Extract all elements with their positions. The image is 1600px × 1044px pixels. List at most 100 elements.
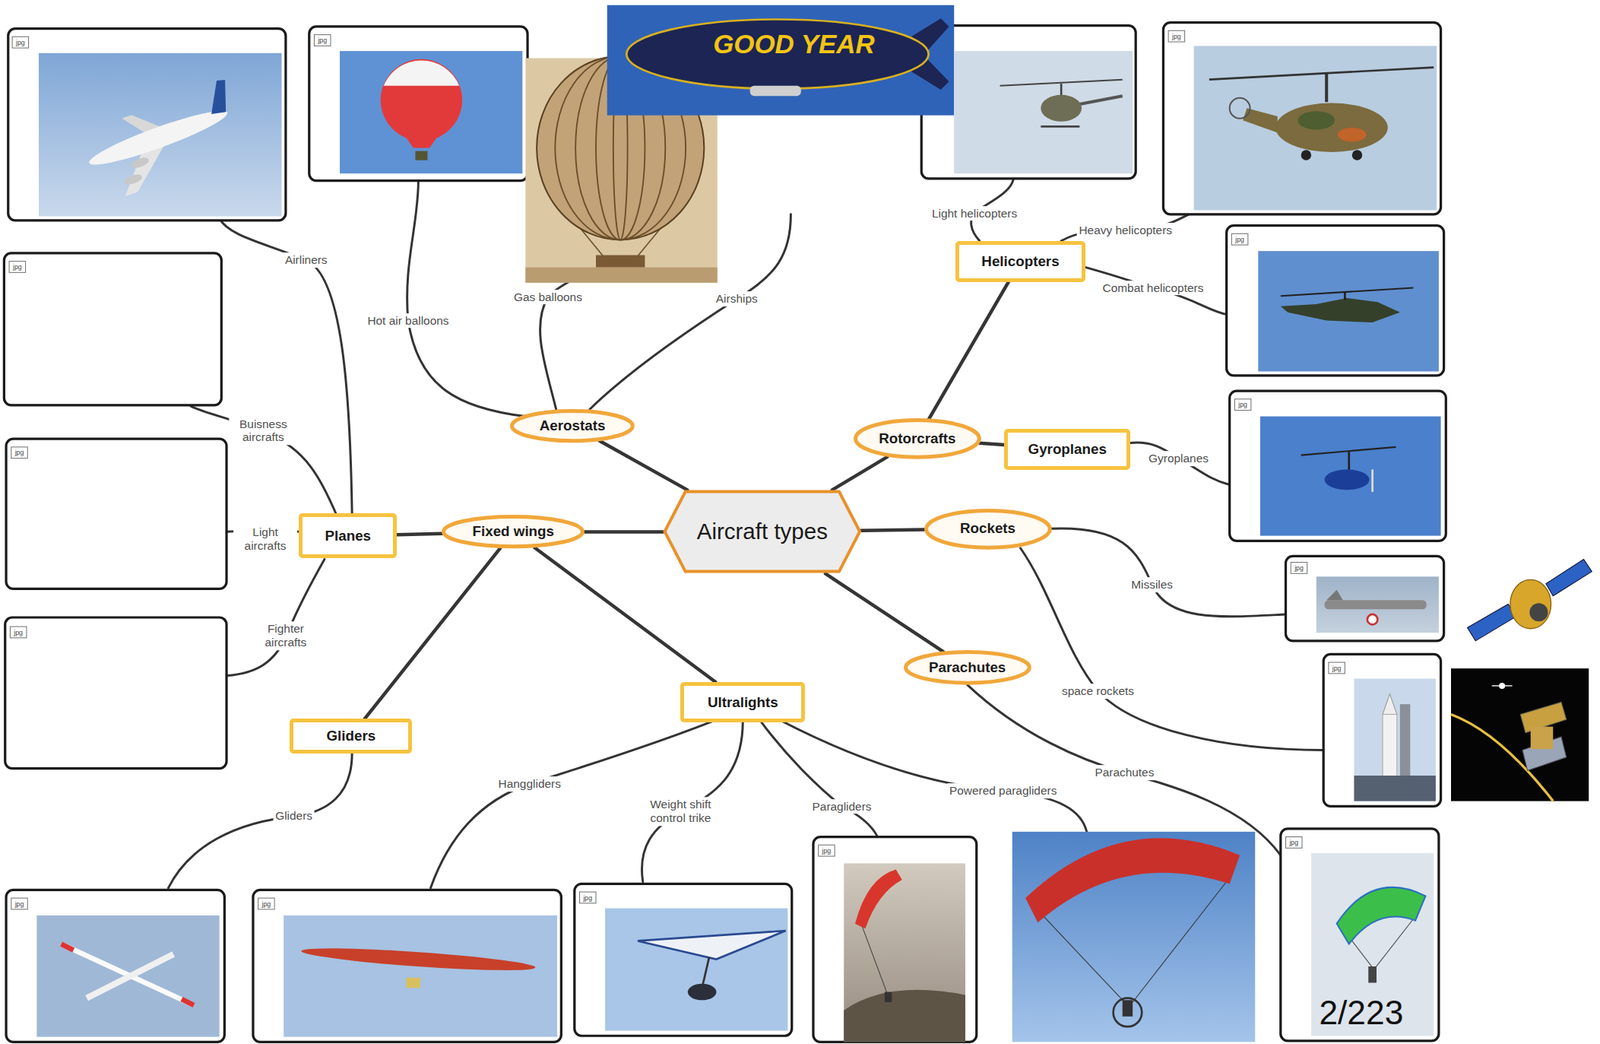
branch-connector [584, 529, 663, 534]
photo-frames-part [1286, 555, 1445, 640]
hot-air-balloon-photo-part [415, 151, 428, 161]
branch-connector [396, 533, 443, 535]
hangglider-photo-part [405, 977, 421, 988]
node-outline-shape [443, 516, 583, 547]
photo-frames [3, 22, 1446, 1043]
hangglider-photo-part [300, 943, 536, 974]
parachute-photo [1311, 852, 1434, 1036]
space-rocket-photo-part [1382, 713, 1398, 777]
branch-label: Powered paragliders [947, 783, 1059, 799]
photo-frames-part [8, 28, 286, 221]
jpg-tags-part [1290, 562, 1307, 574]
parachute-photo-part [1311, 852, 1434, 1036]
file-type-tag: jpg [13, 628, 23, 636]
node-outline-shape [905, 652, 1030, 684]
heavy-helicopter-photo-part [1298, 110, 1335, 130]
node-label: Aircraft types [697, 518, 828, 545]
powered-paraglider-photo-part [1122, 999, 1133, 1016]
leader-lines-part [226, 558, 325, 675]
combat-helicopter-photo-part [1343, 291, 1347, 301]
branch-connector [979, 443, 1005, 445]
light-helicopter-photo [953, 50, 1133, 174]
photo-frames-part [813, 836, 977, 1043]
branch-label: Buisness aircrafts [229, 416, 298, 446]
combat-helicopter-photo-part [1257, 250, 1439, 371]
trike-photo-part [687, 983, 717, 1000]
glider-photo-part [181, 998, 194, 1005]
gyroplane-photo-part [1371, 468, 1374, 492]
branch-label: Fighter aircrafts [251, 621, 320, 651]
leader-lines-part [407, 180, 526, 417]
leader-lines-part [168, 752, 353, 888]
file-type-tag: jpg [1332, 664, 1342, 672]
heavy-helicopter-photo-part [1209, 67, 1434, 80]
file-type-tag: jpg [15, 899, 25, 907]
light-helicopter-photo-part [953, 50, 1133, 174]
airliner-photo [38, 53, 282, 217]
category-ellipse: Rotorcrafts [853, 418, 982, 460]
node-text-stack: Gliders [326, 727, 376, 745]
jpg-tags-part [11, 446, 28, 459]
branch-connector [928, 281, 1009, 419]
node-text-stack: Aerostats [539, 417, 606, 435]
paraglider-photo [843, 862, 966, 1042]
file-type-tag: jpg [12, 263, 23, 271]
photo-frames-part [574, 883, 793, 1036]
gyroplane-photo-part [1347, 450, 1350, 472]
file-type-tag: jpg [822, 847, 832, 855]
heavy-helicopter-photo [1194, 45, 1438, 210]
node-text-stack: Aircraft types [697, 518, 828, 545]
hub-hexagon: Aircraft types [662, 489, 862, 574]
heavy-helicopter-photo-part [1194, 45, 1438, 210]
node-text-stack: Helicopters [981, 253, 1059, 270]
combat-helicopter-photo-part [1280, 297, 1401, 323]
space-rocket-photo-part [1400, 703, 1410, 778]
photo-frames-part [6, 889, 225, 1042]
missile-photo-part [1316, 576, 1439, 633]
file-type-tag: jpg [15, 449, 25, 457]
branch-label: Combat helicopters [1100, 280, 1207, 296]
satellite-picture-part [1466, 604, 1516, 641]
light-helicopter-photo-part [1079, 95, 1122, 105]
node-label: Parachutes [928, 659, 1006, 676]
jpg-tags-part [1286, 836, 1303, 849]
node-text-stack: Parachutes [928, 659, 1006, 676]
branch-connector [832, 456, 888, 490]
space-rocket-photo-part [1353, 775, 1436, 802]
node-text-stack: Fixed wings [472, 522, 555, 540]
branch-label: Hanggliders [496, 776, 564, 792]
glider-photo-part [36, 915, 219, 1037]
combat-helicopter-photo [1257, 250, 1439, 371]
powered-paraglider-photo-part-part [1132, 877, 1230, 1002]
leader-lines-part [1085, 267, 1227, 315]
branch-label: Light aircrafts [233, 524, 298, 554]
file-type-tag: jpg [1238, 401, 1248, 409]
heavy-helicopter-photo-part [1275, 103, 1388, 153]
branch-label: Parachutes [1092, 764, 1157, 780]
node-outline-shape [855, 420, 980, 458]
node-label: Gyroplanes [1028, 440, 1107, 458]
paraglider-photo-part [843, 989, 966, 1042]
branch-label: Weight shift control trike [636, 797, 725, 827]
jpg-tags-part [1231, 233, 1248, 245]
airliner-photo-part-part [129, 155, 150, 170]
leader-lines-part [1061, 214, 1189, 241]
parachute-photo-part [1337, 887, 1426, 945]
file-type-tag: jpg [1289, 839, 1299, 846]
branch-label: Paragliders [810, 798, 875, 815]
paraglider-photo-part [843, 862, 966, 1042]
page-number: 2/223 [1318, 992, 1404, 1032]
branch-label: Heavy helicopters [1076, 223, 1175, 239]
node-text-stack: Ultralights [707, 693, 779, 711]
category-ellipse: Fixed wings [441, 514, 585, 549]
missile-photo-part [1324, 599, 1427, 609]
branch-label: Light helicopters [929, 205, 1020, 222]
airliner-photo-part-part [201, 77, 236, 117]
type-box: Ultralights [680, 681, 805, 723]
photo-frames-part [309, 26, 528, 181]
parachute-photo-part-part [1349, 936, 1373, 967]
jpg-tags-part [1328, 662, 1345, 674]
jpg-tags-part [818, 844, 835, 856]
parachute-photo-part-part [1375, 915, 1416, 967]
file-type-tag: jpg [582, 893, 593, 901]
